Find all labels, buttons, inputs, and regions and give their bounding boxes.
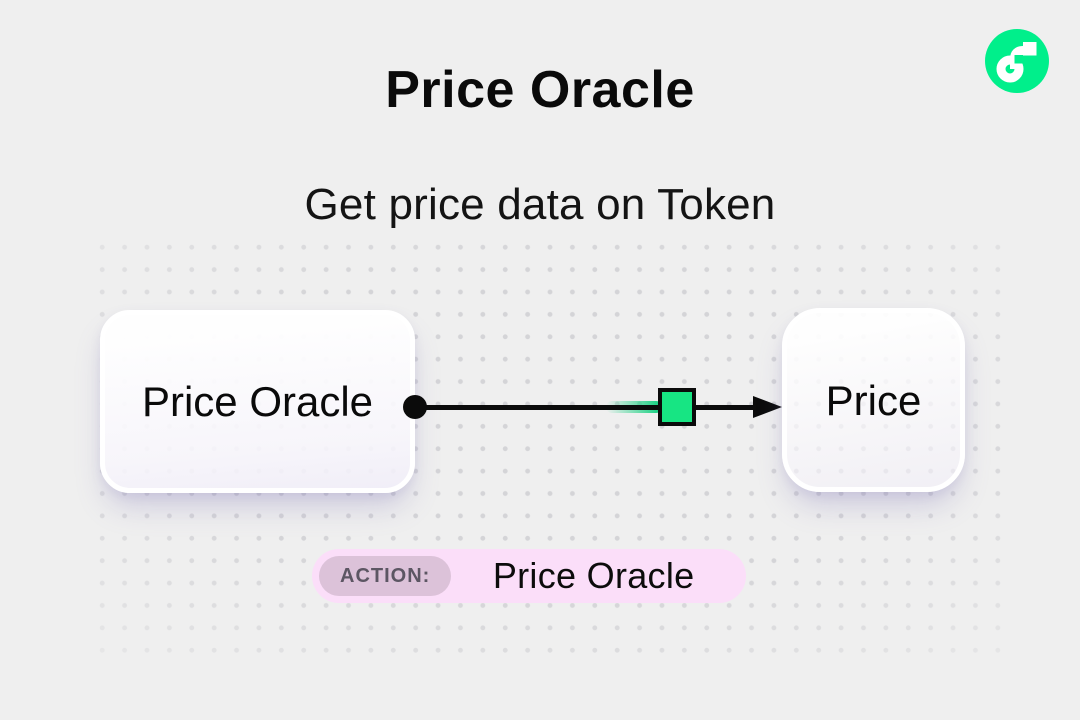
action-badge: ACTION: Price Oracle: [312, 549, 746, 603]
action-badge-label-pill: ACTION:: [319, 556, 452, 596]
node-price-oracle-label: Price Oracle: [141, 378, 374, 425]
node-price-label: Price: [825, 376, 922, 424]
action-badge-label: ACTION:: [340, 564, 431, 587]
page-title: Price Oracle: [385, 61, 695, 119]
flow-logo-icon: [985, 29, 1049, 93]
connector-line: [414, 405, 760, 410]
action-badge-value: Price Oracle: [492, 555, 695, 596]
connector-green-square-marker: [658, 388, 696, 426]
page-subtitle: Get price data on Token: [304, 180, 776, 229]
connection-port-dot[interactable]: [403, 395, 427, 419]
node-price[interactable]: Price: [782, 308, 965, 492]
node-price-oracle[interactable]: Price Oracle: [100, 310, 415, 493]
arrowhead-icon: [753, 396, 782, 418]
